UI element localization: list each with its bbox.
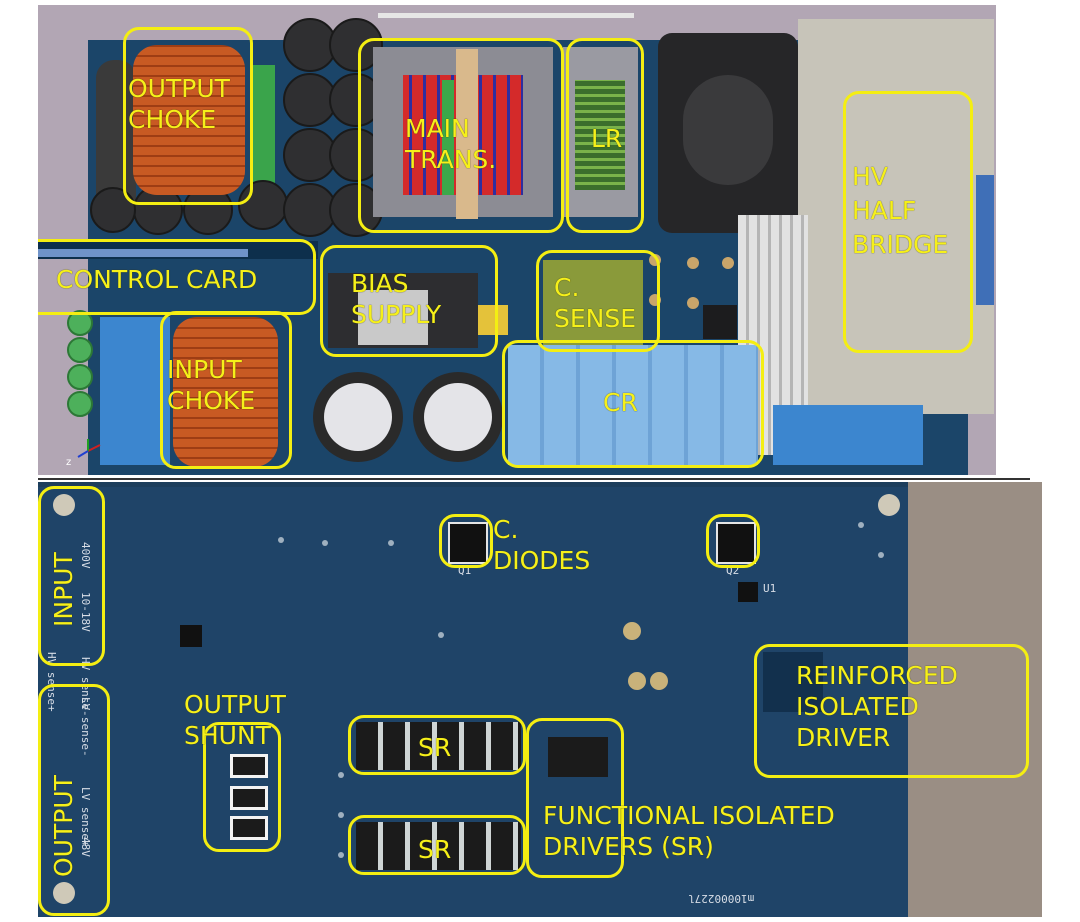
lr-label: LR	[591, 124, 623, 153]
output-shunt-label: OUTPUT SHUNT	[184, 690, 286, 750]
controller-ic	[180, 625, 202, 647]
cr-outline	[502, 340, 764, 468]
sr-mosfet-row-bottom	[356, 822, 521, 870]
bias-supply-label: BIAS SUPPLY	[351, 269, 442, 329]
c-diodes-label: C. DIODES	[493, 515, 591, 575]
reinforced-isolated-driver-label: REINFORCED ISOLATED DRIVER	[796, 661, 958, 752]
mount-pad	[623, 622, 641, 640]
mount-pad	[878, 494, 900, 516]
bottom-board-view: 400V 10-18V HV sense- LV sense- LV sense…	[38, 482, 1042, 917]
output-choke-label: OUTPUT CHOKE	[128, 74, 230, 134]
via	[878, 552, 884, 558]
bias-supply-transformer	[358, 290, 428, 345]
main-transformer-core-center	[456, 49, 478, 219]
mount-pad	[628, 672, 646, 690]
shunt-resistor	[230, 816, 268, 840]
shunt-resistor	[230, 754, 268, 778]
via	[438, 632, 444, 638]
heatsink-base-blue	[773, 405, 923, 465]
bias-supply-outline	[320, 245, 498, 357]
c-sense-module	[543, 260, 643, 345]
top-3d-render: z OUTPUT CHOKE MAIN TRANS. LR HV HALF BR…	[38, 5, 996, 475]
sr-bottom-label: SR	[418, 835, 452, 864]
via	[858, 522, 864, 528]
mount-pad	[53, 494, 75, 516]
lr-inductor-winding	[575, 80, 625, 190]
input-label: INPUT	[49, 552, 78, 627]
output-label: OUTPUT	[49, 775, 78, 877]
capacitor-bank	[67, 18, 734, 462]
via	[338, 852, 344, 858]
sr-mosfet-row-top	[356, 722, 521, 770]
main-transformer-green-insert	[442, 80, 454, 195]
sr-bottom-outline	[348, 815, 526, 875]
hv-half-bridge-outline	[843, 91, 973, 353]
functional-isolated-drivers-label: FUNCTIONAL ISOLATED DRIVERS (SR)	[543, 801, 835, 861]
main-trans-outline	[358, 38, 564, 233]
input-choke-label: INPUT CHOKE	[167, 355, 256, 415]
reinforced-driver-ic	[763, 652, 823, 712]
c-sense-label: C. SENSE	[554, 273, 637, 333]
input-choke-outline	[160, 311, 292, 469]
sr-top-outline	[348, 715, 526, 775]
heatsink-clip	[976, 175, 994, 305]
input-choke-coil	[173, 317, 278, 467]
input-outline	[38, 486, 105, 666]
via	[338, 772, 344, 778]
hv-half-bridge-label: HV HALF BRIDGE	[852, 162, 949, 259]
green-connector	[253, 65, 275, 215]
bottom-board-right-edge	[908, 482, 1042, 917]
control-card-connector	[38, 249, 248, 257]
output-shunt-outline	[203, 722, 281, 852]
mount-pad	[650, 672, 668, 690]
c-sense-outline	[536, 250, 660, 352]
axis-triad-icon: z	[66, 439, 101, 468]
main-trans-label: MAIN TRANS.	[405, 114, 497, 174]
dark-transistor	[703, 305, 737, 339]
sr-top-label: SR	[418, 733, 452, 762]
blue-input-block	[100, 317, 170, 465]
via	[278, 537, 284, 543]
silk-board-id: m10000227l	[688, 892, 755, 905]
mount-pad	[53, 882, 75, 904]
cooling-fan-hub	[683, 75, 773, 185]
output-choke-coil	[133, 45, 245, 195]
via	[322, 540, 328, 546]
via	[388, 540, 394, 546]
output-outline	[38, 684, 110, 916]
silk-u1: U1	[763, 582, 777, 595]
functional-driver-ic	[548, 737, 608, 777]
panel-divider	[38, 478, 1030, 480]
cr-capacitor-block	[508, 345, 758, 465]
yellow-tab	[478, 305, 508, 335]
svg-text:z: z	[66, 457, 71, 468]
current-sense-ic	[738, 582, 758, 602]
reinforced-isolated-driver-outline	[754, 644, 1029, 778]
top-rail	[378, 13, 634, 18]
shunt-resistor	[230, 786, 268, 810]
lr-outline	[566, 38, 644, 233]
via	[338, 812, 344, 818]
c-diodes-outline-q2	[706, 514, 760, 568]
cr-label: CR	[603, 388, 638, 417]
c-diodes-outline-q1	[439, 514, 493, 568]
functional-isolated-drivers-outline	[526, 718, 624, 878]
output-choke-outline	[123, 27, 253, 205]
control-card-label: CONTROL CARD	[56, 265, 258, 294]
